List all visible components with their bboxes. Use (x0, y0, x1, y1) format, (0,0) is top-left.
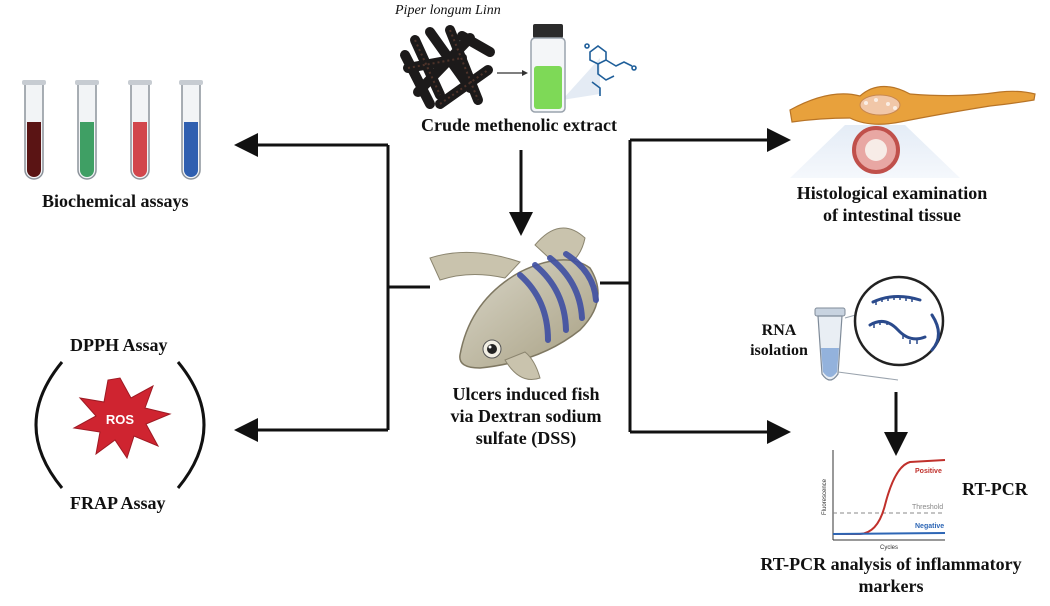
assay-parentheses (34, 361, 206, 489)
ros-label: ROS (106, 412, 135, 427)
zebrafish-icon (429, 227, 599, 380)
piper-longum-icon (400, 25, 495, 109)
fish-label-line1: Ulcers induced fish (452, 384, 600, 404)
connector-lines (234, 128, 908, 456)
extract-vial-icon (530, 24, 637, 113)
qpcr-xlabel: Cycles (880, 545, 898, 551)
frap-assay-label: FRAP Assay (70, 493, 166, 513)
test-tube-4 (179, 80, 203, 180)
test-tubes-icon (22, 80, 203, 180)
plant-name-label: Piper longum Linn (395, 3, 501, 18)
positive-curve (833, 459, 946, 535)
negative-curve (832, 532, 946, 535)
rtpcr-line2: markers (858, 576, 924, 596)
rna-isolation-label: RNA isolation (748, 321, 810, 361)
extract-label: Crude methenolic extract (421, 115, 617, 135)
histology-line1: Histological examination (796, 183, 988, 203)
histology-line2: of intestinal tissue (822, 205, 961, 225)
fish-label-line3: sulfate (DSS) (475, 428, 577, 448)
qpcr-positive-label: Positive (915, 468, 942, 475)
ros-starburst-icon (72, 377, 172, 460)
histology-label: Histological examination of intestinal t… (792, 182, 992, 226)
rna-line1: RNA (761, 322, 797, 339)
qpcr-threshold-label: Threshold (912, 504, 943, 511)
intestine-histology-icon (789, 85, 1036, 178)
biochemical-assays-label: Biochemical assays (42, 191, 189, 211)
qpcr-ylabel: Fluorescence (822, 478, 828, 515)
rna-line2: isolation (750, 342, 808, 359)
test-tube-2 (75, 80, 99, 180)
rtpcr-line1: RT-PCR analysis of inflammatory (760, 554, 1022, 574)
fish-label: Ulcers induced fish via Dextran sodium s… (430, 383, 622, 449)
qpcr-chart (832, 450, 946, 541)
small-arrow (497, 70, 528, 76)
qpcr-negative-label: Negative (915, 523, 944, 530)
fish-label-line2: via Dextran sodium (450, 406, 602, 426)
rtpcr-analysis-label: RT-PCR analysis of inflammatory markers (748, 553, 1034, 597)
test-tube-3 (128, 80, 152, 180)
rna-isolation-icon (814, 275, 945, 381)
rtpcr-side-label: RT-PCR (962, 479, 1028, 499)
test-tube-1 (22, 80, 46, 180)
dpph-assay-label: DPPH Assay (70, 335, 168, 355)
